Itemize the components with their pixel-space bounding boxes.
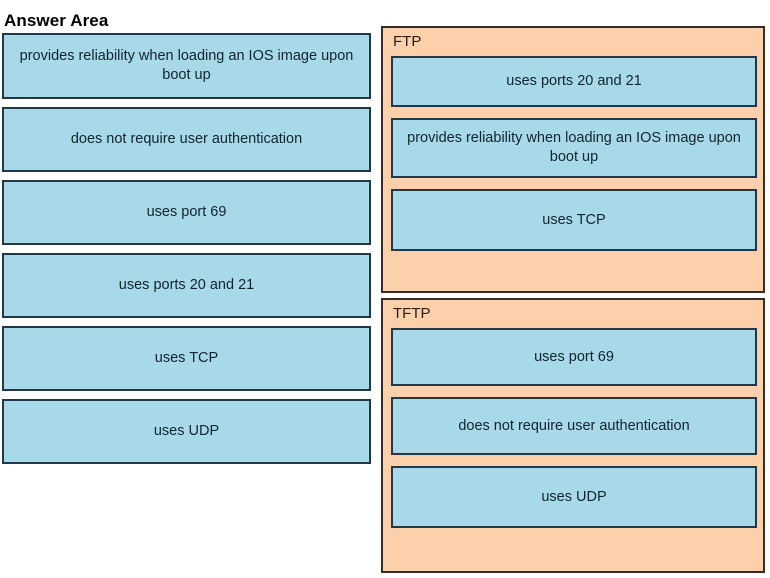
answer-option-label: uses ports 20 and 21 xyxy=(118,277,255,293)
category-label-tftp: TFTP xyxy=(393,305,431,322)
dropped-tile-label: uses TCP xyxy=(542,211,606,228)
dropped-tile-label: uses ports 20 and 21 xyxy=(506,73,642,89)
dropped-tile[interactable]: uses port 69 xyxy=(391,328,757,386)
dropped-tile[interactable]: uses UDP xyxy=(391,466,757,528)
answer-option-tile[interactable]: does not require user authentication xyxy=(2,107,371,172)
answer-option-tile[interactable]: uses ports 20 and 21 xyxy=(2,253,371,318)
category-panel-tftp[interactable]: TFTP uses port 69 does not require user … xyxy=(381,298,765,573)
dropped-tile-label: does not require user authentication xyxy=(458,417,690,434)
category-label-ftp: FTP xyxy=(393,33,422,50)
answer-option-label: uses UDP xyxy=(153,423,220,439)
page-title: Answer Area xyxy=(4,11,109,31)
answer-option-label: provides reliability when loading an IOS… xyxy=(19,48,354,83)
category-panel-ftp[interactable]: FTP uses ports 20 and 21 provides reliab… xyxy=(381,26,765,293)
dropped-tile-label: provides reliability when loading an IOS… xyxy=(407,130,741,165)
dropped-tile[interactable]: uses ports 20 and 21 xyxy=(391,56,757,107)
answer-option-tile[interactable]: uses TCP xyxy=(2,326,371,391)
answer-option-label: uses port 69 xyxy=(146,204,227,220)
category-column: FTP uses ports 20 and 21 provides reliab… xyxy=(381,26,765,578)
dropped-tile[interactable]: does not require user authentication xyxy=(391,397,757,455)
dropped-tile-label: uses UDP xyxy=(541,488,607,505)
answer-bank: provides reliability when loading an IOS… xyxy=(2,33,371,472)
answer-option-tile[interactable]: uses UDP xyxy=(2,399,371,464)
answer-option-label: uses TCP xyxy=(154,350,219,366)
dropped-tile[interactable]: provides reliability when loading an IOS… xyxy=(391,118,757,178)
dropped-tile[interactable]: uses TCP xyxy=(391,189,757,251)
answer-option-label: does not require user authentication xyxy=(70,131,303,147)
answer-option-tile[interactable]: uses port 69 xyxy=(2,180,371,245)
answer-option-tile[interactable]: provides reliability when loading an IOS… xyxy=(2,33,371,99)
dropped-tile-label: uses port 69 xyxy=(534,348,614,365)
